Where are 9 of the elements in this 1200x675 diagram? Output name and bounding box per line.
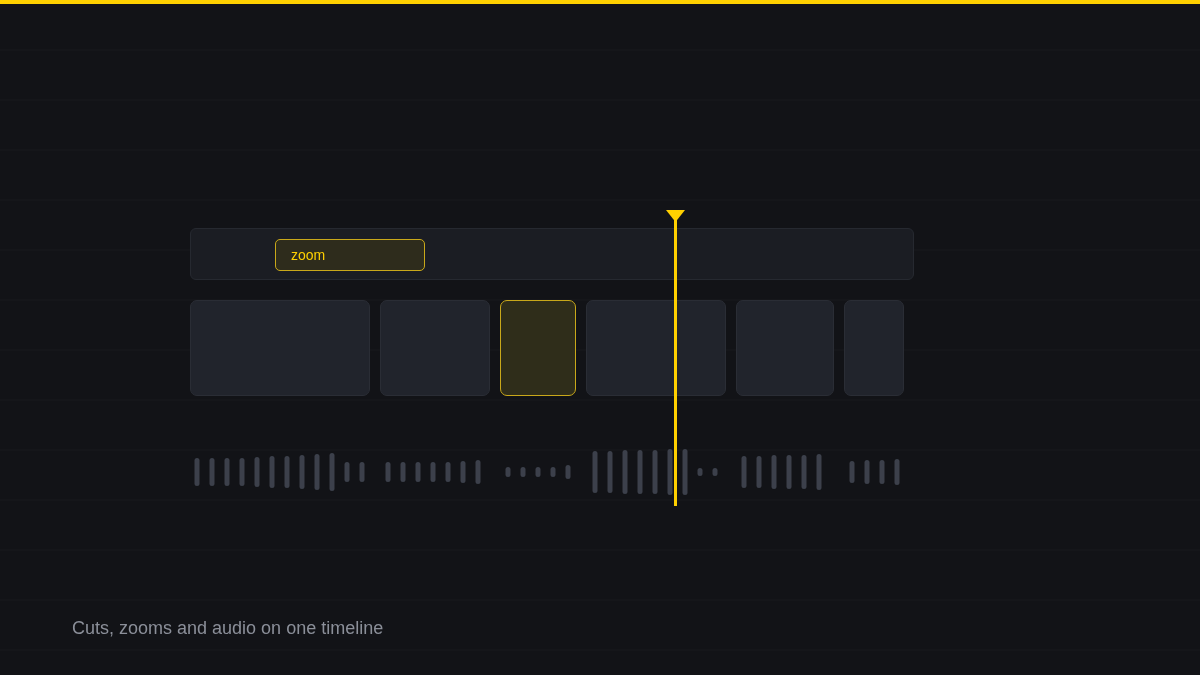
video-clip <box>190 300 370 396</box>
video-clip <box>844 300 904 396</box>
selected-video-clip <box>500 300 576 396</box>
video-clip <box>736 300 834 396</box>
zoom-segment: zoom <box>275 239 425 271</box>
video-clip <box>380 300 490 396</box>
video-clip <box>586 300 726 396</box>
zoom-track <box>190 228 914 280</box>
caption: Cuts, zooms and audio on one timeline <box>72 618 384 639</box>
